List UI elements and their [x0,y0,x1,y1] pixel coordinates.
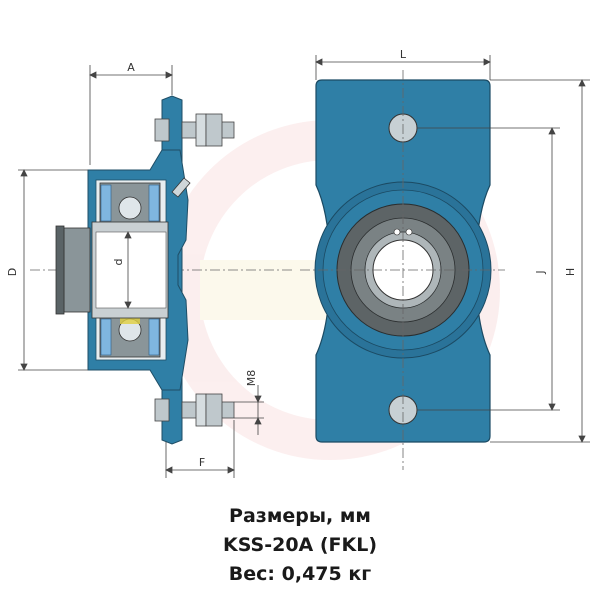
bearing-ball-top [118,196,142,220]
dimension-f [165,420,235,478]
front-view: L J H [300,48,590,470]
dim-label-h: H [564,268,577,276]
side-section-view: A D d M8 F [6,61,295,478]
dim-label-a: A [127,61,135,74]
dimension-j [417,127,560,411]
top-bolt [154,113,235,147]
bearing-technical-drawing: A D d M8 F [6,48,590,478]
dimension-a [89,65,173,165]
bottom-bolt [154,393,235,427]
caption-dimensions-title: Размеры, мм [229,505,371,527]
dimension-h [490,79,590,443]
dimension-d-outer [18,169,88,371]
dim-label-j: J [534,270,547,274]
caption-weight: Вес: 0,475 кг [228,563,372,585]
dim-label-d-outer: D [6,268,19,276]
grease-nipple-icon [171,177,191,198]
dim-label-d-inner: d [112,259,125,266]
caption-model: KSS-20A (FKL) [222,534,378,556]
dimension-l [315,55,491,80]
dim-label-f: F [199,456,205,469]
dim-label-m8: M8 [245,370,258,387]
dim-label-l: L [400,48,407,61]
dimension-m8 [234,385,264,435]
dimension-d-inner [124,231,132,309]
